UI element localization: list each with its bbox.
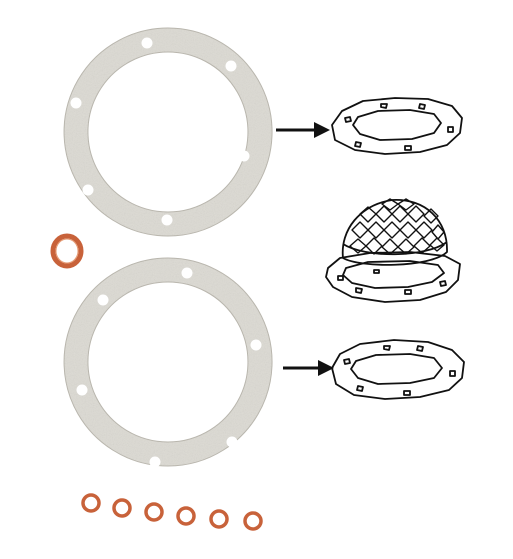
arrow-icon xyxy=(283,360,334,376)
oil-strainer-drawing xyxy=(325,198,461,303)
copper-washer xyxy=(176,506,196,526)
copper-washer xyxy=(243,511,263,531)
copper-washer xyxy=(81,493,101,513)
copper-washer xyxy=(144,502,164,522)
copper-washer-large xyxy=(50,233,84,269)
paper-gasket-bottom xyxy=(63,257,273,468)
arrow-icon xyxy=(276,122,330,138)
paper-gasket-top xyxy=(63,27,273,237)
copper-washers xyxy=(50,233,263,531)
bolt-holes xyxy=(76,267,262,468)
copper-washer xyxy=(209,509,229,529)
copper-washer xyxy=(112,498,132,518)
bolt-holes xyxy=(70,37,250,226)
gasket-drawing-bottom xyxy=(331,339,465,400)
gasket-drawing-top xyxy=(331,97,463,155)
